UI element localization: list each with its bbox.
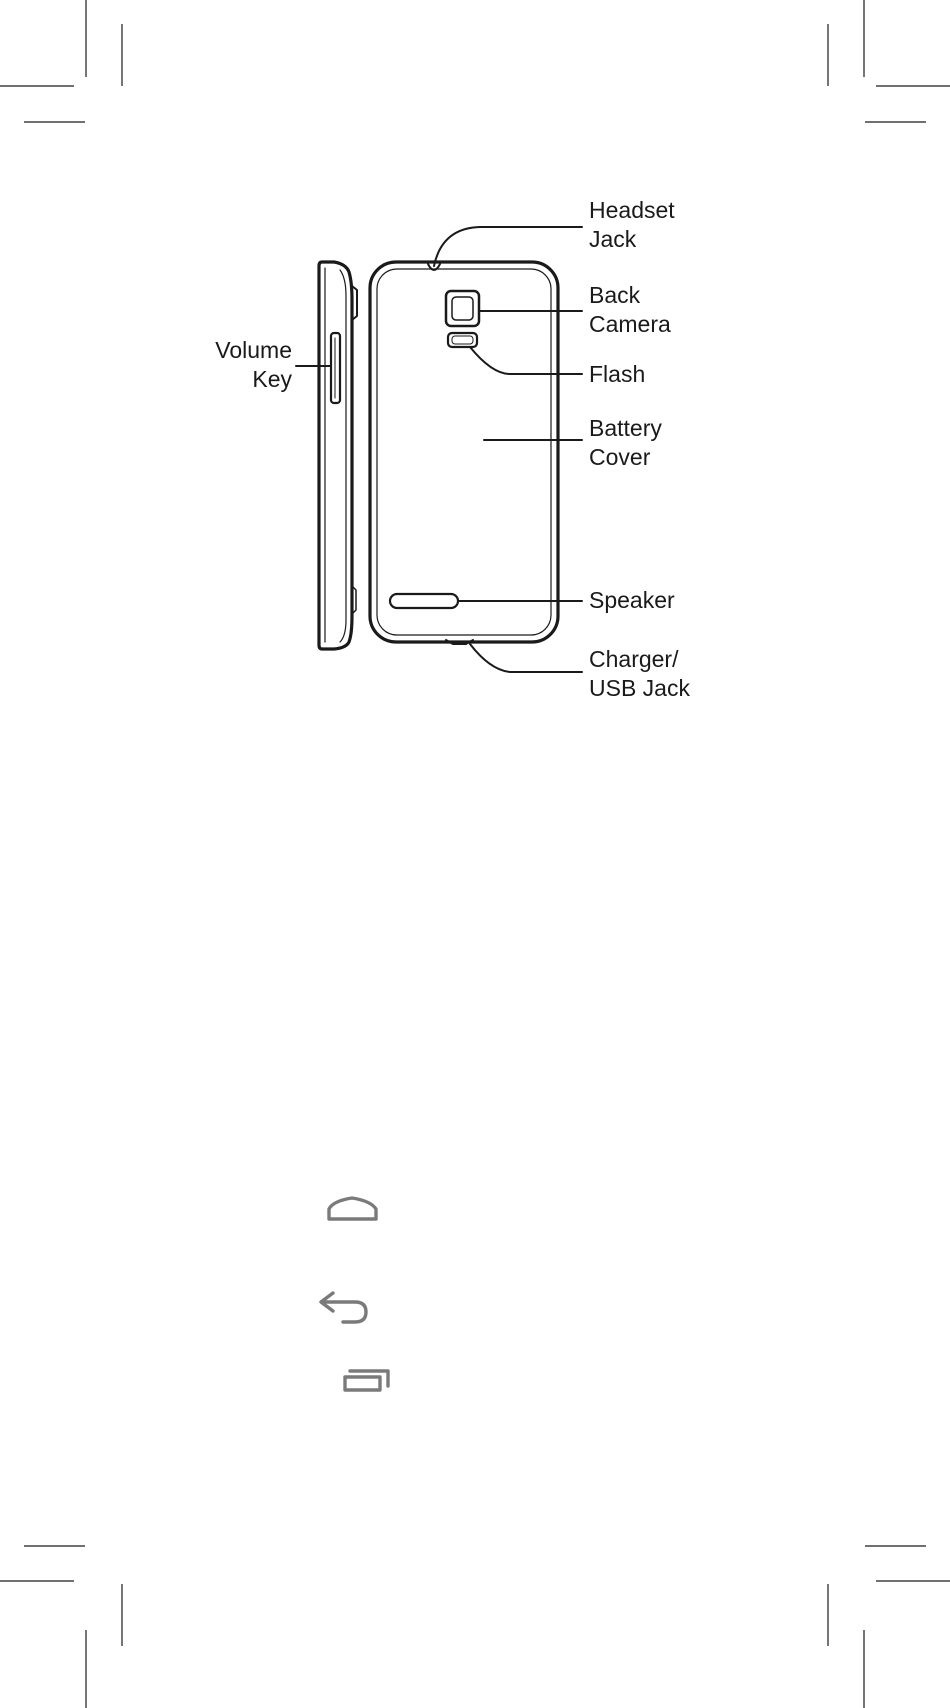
back-icon [321,1293,366,1322]
home-icon [329,1198,376,1219]
recent-apps-icon [345,1371,388,1390]
